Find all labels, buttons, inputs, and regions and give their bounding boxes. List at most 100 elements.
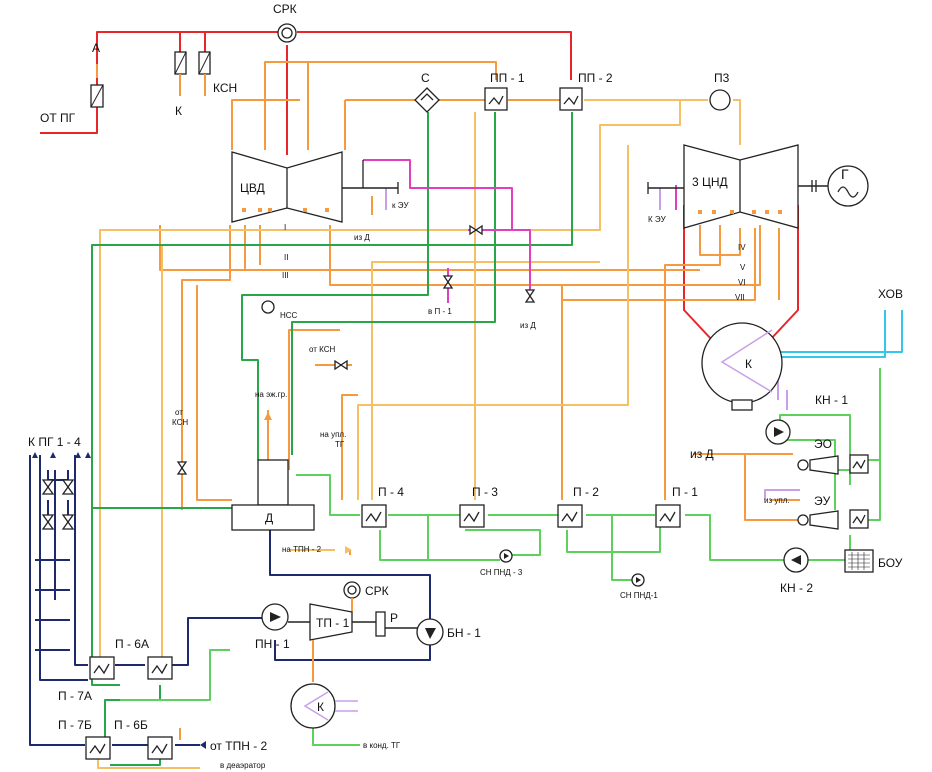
heater-p3[interactable] [459,504,485,528]
bou-label: БОУ [878,556,903,570]
hp-turbine-cvd[interactable] [231,151,343,223]
k-eu-2-label: К ЭУ [648,215,667,224]
p7b-label: П - 7Б [58,718,92,732]
kn2-pump[interactable] [783,547,809,573]
p6a-label: П - 6А [115,637,149,651]
separator-c[interactable] [414,87,440,113]
seal-valve-3[interactable] [524,289,536,303]
c-label: С [421,71,430,85]
p7a-label: П - 7А [58,689,92,703]
ext-VII-label: VII [735,293,745,302]
v-kond-label: в конд. ТГ [363,741,401,750]
cnd-extraction-points [698,210,782,214]
pg-valves[interactable] [41,479,75,530]
deaerator[interactable] [231,459,315,531]
srk-bot-label: СРК [365,584,389,598]
feedwater-lines [29,455,431,746]
turbine-tp1[interactable] [309,603,353,641]
pp2-label: ПП - 2 [578,71,613,85]
ext-IV-label: IV [738,243,746,252]
seal-valve-1[interactable] [469,224,483,236]
ext-III-label: III [282,271,289,280]
heater-p1[interactable] [655,504,681,528]
cvd-extraction-points [242,208,329,212]
k-cond-label: К [745,357,752,371]
ot-ksn-valve[interactable] [334,359,348,371]
reducer-r[interactable] [375,611,386,637]
main-condenser[interactable] [701,322,783,411]
srk-bottom-valve[interactable] [343,581,361,599]
na-ej-label: на эж.гр. [255,390,287,399]
nss-pump[interactable] [261,300,275,314]
reheater-pp2[interactable] [559,87,583,111]
valve-ksn[interactable] [198,51,211,75]
bn1-label: БН - 1 [447,626,481,640]
p3-valve[interactable] [709,89,731,111]
pn1-pump[interactable] [261,603,289,631]
bn1-pump[interactable] [416,618,444,646]
ext-I-label: I [284,223,286,232]
lp-turbine-cnd[interactable] [683,144,799,229]
gen-label: Г [841,166,849,182]
srk-top-valve[interactable] [277,23,297,43]
srk-top-label: СРК [273,2,297,16]
hov-label: ХОВ [878,287,903,301]
ext-II-label: II [284,253,288,262]
k-pg-label: К ПГ 1 - 4 [28,435,81,449]
sn-pnd3-label: СН ПНД - 3 [480,568,523,577]
p1-label: П - 1 [672,485,698,499]
ext-VI-label: VI [738,278,746,287]
kn2-label: КН - 2 [780,581,813,595]
valve-k[interactable] [174,51,187,75]
v-p1-label: в П - 1 [428,307,452,316]
ejector-eu[interactable] [797,510,839,530]
tp1-label: ТП - 1 [316,616,350,630]
sn-pnd3-pump[interactable] [499,549,513,563]
kn1-pump[interactable] [765,419,791,445]
reheat-steam-lines [97,99,741,769]
ot-pg-label: ОТ ПГ [40,111,76,125]
ot-tpn2-label: от ТПН - 2 [210,739,268,753]
sn-pnd1-pump[interactable] [631,573,645,587]
p3-label: П3 [714,71,730,85]
a-label: А [92,41,100,55]
p4-label: П - 4 [378,485,404,499]
bou-filter[interactable] [844,549,874,573]
sn-pnd1-label: СН ПНД-1 [620,591,658,600]
heater-p4[interactable] [361,504,387,528]
heater-p6b[interactable] [147,736,173,760]
pn1-label: ПН - 1 [255,637,290,651]
iz-d-1-label: из Д [354,233,370,242]
ot-ksn-1-label: от КСН [309,345,336,354]
heater-p7b[interactable] [85,736,111,760]
eo-label: ЭО [814,437,832,451]
na-upl-label-line2: ТГ [335,440,345,449]
heater-p7a[interactable] [89,656,115,680]
heater-p2[interactable] [557,504,583,528]
k-tp-label: К [317,700,324,714]
iz-d-2-label: из Д [520,321,536,330]
seal-valve-2[interactable] [442,275,454,289]
r-label: Р [390,611,398,625]
iz-upl-label: из упл. [764,496,790,505]
generator[interactable] [827,165,869,207]
p3h-label: П - 3 [472,485,498,499]
ksn-label: КСН [213,81,237,95]
k-eu-1-label: к ЭУ [392,201,409,210]
d-label: Д [265,511,273,525]
k-top-label: К [175,104,182,118]
reheater-pp1[interactable] [484,87,508,111]
ot-ksn-2-label: от [175,408,183,417]
eu-label: ЭУ [814,494,831,508]
ot-ksn-2-label-line2: КСН [172,418,188,427]
valve-a[interactable] [90,84,104,108]
v-deaer-label: в деаэратор [220,761,266,770]
tp-condenser[interactable] [290,683,358,729]
ejector-eo[interactable] [797,455,839,475]
heater-p6a[interactable] [147,656,173,680]
cooler-eu[interactable] [849,509,869,529]
ksn-valve-2[interactable] [176,461,188,475]
iz-d-3-label: из Д [690,447,714,461]
cooler-eo[interactable] [849,454,869,474]
